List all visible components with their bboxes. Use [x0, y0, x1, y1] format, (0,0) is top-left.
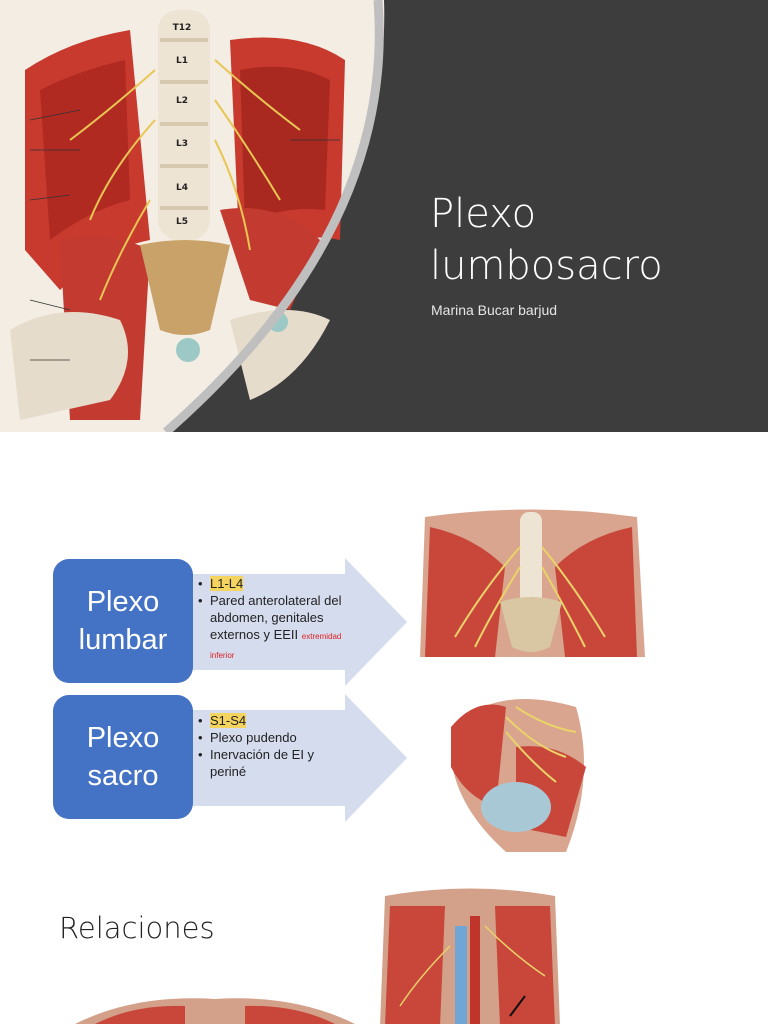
vertebra-label-l1: L1	[176, 56, 188, 66]
bullet-item: Plexo pudendo	[198, 729, 348, 746]
bullet-item: Pared anterolateral del abdomen, genital…	[198, 592, 348, 664]
plexo-lumbar-bullets: L1-L4 Pared anterolateral del abdomen, g…	[198, 575, 348, 664]
highlighted-range: S1-S4	[210, 713, 247, 728]
plexo-sacro-label-2: sacro	[87, 760, 159, 792]
bullet-item: S1-S4	[198, 712, 348, 729]
relations-title: Relaciones	[59, 911, 215, 945]
relations-slide: Relaciones	[0, 864, 768, 1024]
highlighted-range: L1-L4	[210, 576, 244, 591]
plexo-lumbar-label-2: lumbar	[78, 624, 168, 656]
vertebra-label-l5: L5	[176, 217, 188, 227]
title-slide: T12 L1 L2 L3 L4 L5	[0, 0, 768, 432]
plexus-overview-slide: Plexo lumbar L1-L4 Pared anterolateral d…	[0, 432, 768, 864]
pelvic-anatomy-partial-illustration	[75, 998, 355, 1024]
plexo-sacro-label-1: Plexo	[86, 722, 160, 754]
bullet-text: Inervación de EI y periné	[210, 747, 315, 779]
plexo-lumbar-label-1: Plexo	[86, 586, 160, 618]
bullet-text: Pared anterolateral del abdomen, genital…	[210, 593, 342, 642]
plexo-lumbar-box: Plexo lumbar	[53, 559, 193, 683]
plexo-sacro-box: Plexo sacro	[53, 695, 193, 819]
lumbar-anatomy-illustration: T12 L1 L2 L3 L4 L5	[0, 0, 385, 432]
bullet-item: L1-L4	[198, 575, 348, 592]
bullet-text: Plexo pudendo	[210, 730, 297, 745]
sacral-plexus-illustration	[451, 699, 586, 852]
lumbar-plexus-illustration	[420, 509, 645, 657]
vertebra-label-t12: T12	[173, 23, 192, 33]
vertebra-label-l4: L4	[176, 183, 188, 193]
author-name: Marina Bucar barjud	[431, 302, 558, 318]
red-annotation: extremidad inferior	[210, 632, 342, 660]
slide-title: Plexo lumbosacro	[430, 191, 663, 289]
plexo-sacro-bullets: S1-S4 Plexo pudendo Inervación de EI y p…	[198, 712, 348, 780]
vertebra-label-l2: L2	[176, 96, 188, 106]
bullet-item: Inervación de EI y periné	[198, 746, 348, 780]
vertebra-label-l3: L3	[176, 139, 188, 149]
retroperitoneal-anatomy-illustration	[380, 888, 560, 1024]
